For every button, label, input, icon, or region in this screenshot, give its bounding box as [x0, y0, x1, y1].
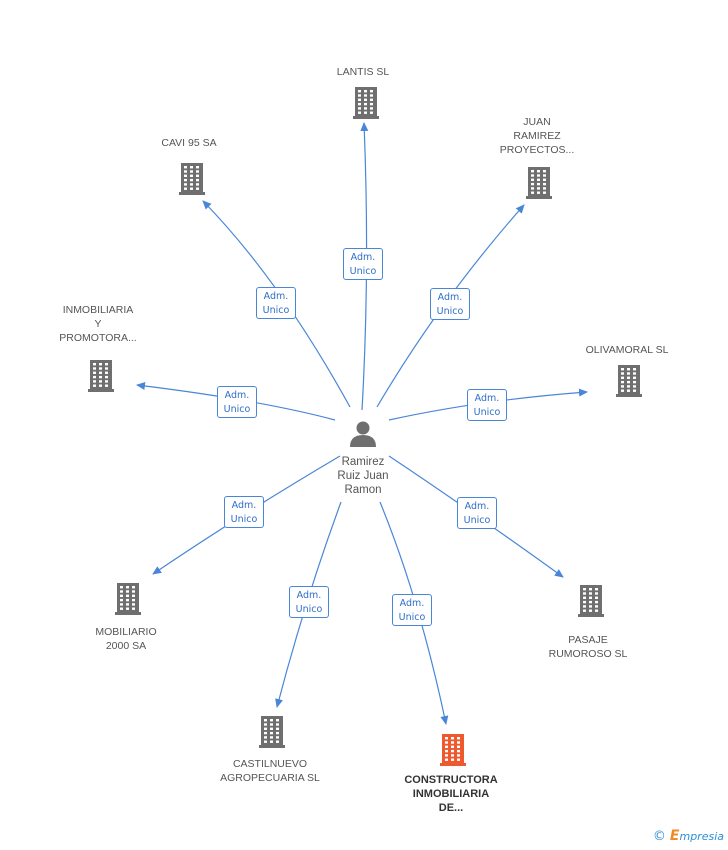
- copyright-symbol: ©: [652, 829, 666, 844]
- person-icon[interactable]: [350, 421, 376, 448]
- company-name-inmobiliaria[interactable]: INMOBILIARIA Y PROMOTORA...: [59, 304, 137, 344]
- brand-footer: ©Empresia: [653, 828, 724, 844]
- building-icon-olivamoral[interactable]: [616, 365, 642, 397]
- building-icon-lantis[interactable]: [353, 87, 379, 119]
- company-name-juan-ramirez[interactable]: JUAN RAMIREZ PROYECTOS...: [499, 116, 575, 156]
- relation-badge-castilnuevo[interactable]: Adm. Unico: [289, 586, 329, 618]
- building-icon-constructora[interactable]: [440, 734, 466, 766]
- company-name-lantis[interactable]: LANTIS SL: [336, 66, 390, 78]
- building-icon-pasaje[interactable]: [578, 585, 604, 617]
- building-icon-castilnuevo[interactable]: [259, 716, 285, 748]
- company-name-castilnuevo[interactable]: CASTILNUEVO AGROPECUARIA SL: [220, 758, 320, 784]
- center-person-name[interactable]: Ramirez Ruiz Juan Ramon: [337, 456, 389, 496]
- relation-badge-olivamoral[interactable]: Adm. Unico: [467, 389, 507, 421]
- relation-badge-cavi[interactable]: Adm. Unico: [256, 287, 296, 319]
- relation-badge-mobiliario[interactable]: Adm. Unico: [224, 496, 264, 528]
- relation-badge-pasaje[interactable]: Adm. Unico: [457, 497, 497, 529]
- brand-name[interactable]: mpresia: [679, 830, 724, 843]
- building-icon-inmobiliaria[interactable]: [88, 360, 114, 392]
- company-name-olivamoral[interactable]: OLIVAMORAL SL: [585, 344, 669, 356]
- building-icon-mobiliario[interactable]: [115, 583, 141, 615]
- relation-badge-lantis[interactable]: Adm. Unico: [343, 248, 383, 280]
- brand-logo-initial: E: [669, 828, 680, 844]
- building-icon-cavi[interactable]: [179, 163, 205, 195]
- company-name-mobiliario[interactable]: MOBILIARIO 2000 SA: [95, 626, 157, 652]
- relation-badge-juan-ramirez[interactable]: Adm. Unico: [430, 288, 470, 320]
- building-icon-juan-ramirez[interactable]: [526, 167, 552, 199]
- company-name-cavi[interactable]: CAVI 95 SA: [161, 137, 217, 149]
- company-name-pasaje[interactable]: PASAJE RUMOROSO SL: [548, 634, 628, 660]
- relation-badge-constructora[interactable]: Adm. Unico: [392, 594, 432, 626]
- relation-badge-inmobiliaria[interactable]: Adm. Unico: [217, 386, 257, 418]
- company-name-constructora[interactable]: CONSTRUCTORA INMOBILIARIA DE...: [404, 774, 498, 814]
